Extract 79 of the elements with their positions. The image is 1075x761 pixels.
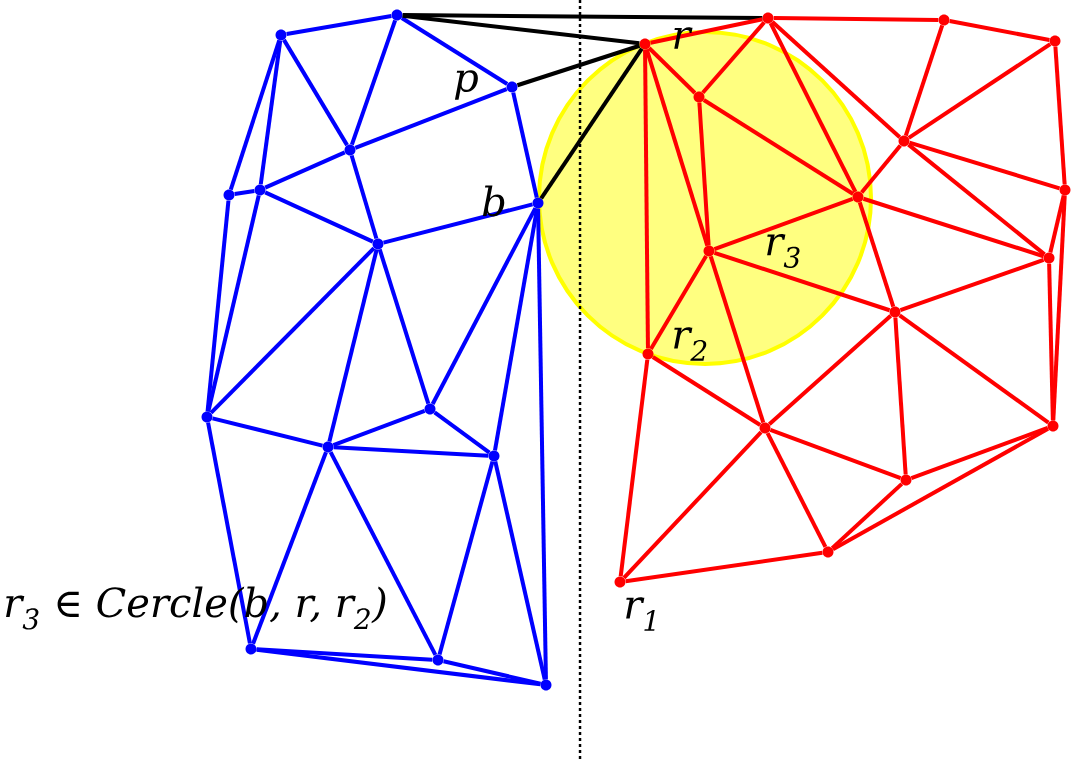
vertex-label: r$_{2}$ <box>674 327 707 361</box>
edge-line <box>701 21 766 95</box>
edge-line <box>383 202 533 245</box>
edge-line <box>767 314 893 426</box>
edge-line <box>430 207 538 405</box>
edge-line <box>493 461 547 680</box>
edge-line <box>770 20 902 139</box>
edge-line <box>625 550 823 584</box>
edge-line <box>539 47 644 200</box>
edge-line <box>400 16 509 86</box>
edge-line <box>264 150 346 190</box>
edge-line <box>350 19 397 146</box>
edge-line <box>377 248 431 405</box>
edge-line <box>832 427 1049 551</box>
edge-line <box>618 359 650 577</box>
edge-line <box>893 317 908 475</box>
edge-line <box>206 195 261 412</box>
edge-line <box>443 659 541 686</box>
edge-line <box>286 14 392 36</box>
edge-line <box>234 188 255 197</box>
edge-line <box>327 249 379 442</box>
edge-line <box>697 102 711 246</box>
edge-line <box>765 432 828 548</box>
vertex-label: r$_{3}$ <box>767 234 800 268</box>
edge-line <box>769 428 902 480</box>
edge-line <box>206 422 252 644</box>
edge-line <box>212 416 323 448</box>
vertex-label: b <box>482 185 505 217</box>
edge-line <box>205 200 231 412</box>
edge-line <box>908 140 1061 191</box>
edge-line <box>830 482 904 550</box>
edge-line <box>768 22 858 193</box>
edge-line <box>702 98 855 196</box>
vertex-label: p <box>454 70 478 100</box>
edge-line <box>536 208 548 680</box>
edge-line <box>1053 46 1067 185</box>
edge-line <box>516 43 641 88</box>
edge-line <box>333 445 489 458</box>
edge-line <box>862 196 1045 259</box>
edge-line <box>898 313 1050 425</box>
edge-line <box>328 451 438 656</box>
edge-line <box>949 19 1050 42</box>
edge-line <box>493 208 539 451</box>
edge-line <box>349 154 379 240</box>
edge-line <box>651 355 762 427</box>
edge-line <box>1047 263 1055 421</box>
edge-line <box>332 409 426 447</box>
edge-line <box>282 38 349 147</box>
edge-line <box>256 647 433 662</box>
edge-line <box>256 647 541 687</box>
edge-line <box>402 13 640 46</box>
edge-line <box>354 87 508 150</box>
edge-line <box>209 246 376 415</box>
edge-line <box>708 255 766 424</box>
edge-line <box>511 92 539 198</box>
edge-line <box>903 24 945 137</box>
edge-line <box>907 42 1052 140</box>
vertex-label: r$_{1}$ <box>626 597 655 631</box>
edge-line <box>910 426 1049 480</box>
edge-line <box>433 410 491 455</box>
edge-line <box>258 40 283 185</box>
edge-line <box>650 17 763 45</box>
edge-line <box>251 451 328 645</box>
edge-line <box>713 197 854 251</box>
edge-line <box>622 430 763 580</box>
edge-line <box>860 144 902 194</box>
edge-line <box>773 16 939 22</box>
edge-line <box>647 46 697 95</box>
edge-line <box>402 13 763 20</box>
edge-line <box>437 460 495 656</box>
edge-line <box>644 48 710 247</box>
edge-line <box>649 254 708 351</box>
edge-line <box>899 258 1045 312</box>
edge-line <box>1048 195 1066 253</box>
edge-line <box>857 201 896 308</box>
edge-line <box>907 143 1046 256</box>
edge-line <box>264 190 374 244</box>
edge-line <box>643 49 650 349</box>
edge-line <box>713 250 891 313</box>
